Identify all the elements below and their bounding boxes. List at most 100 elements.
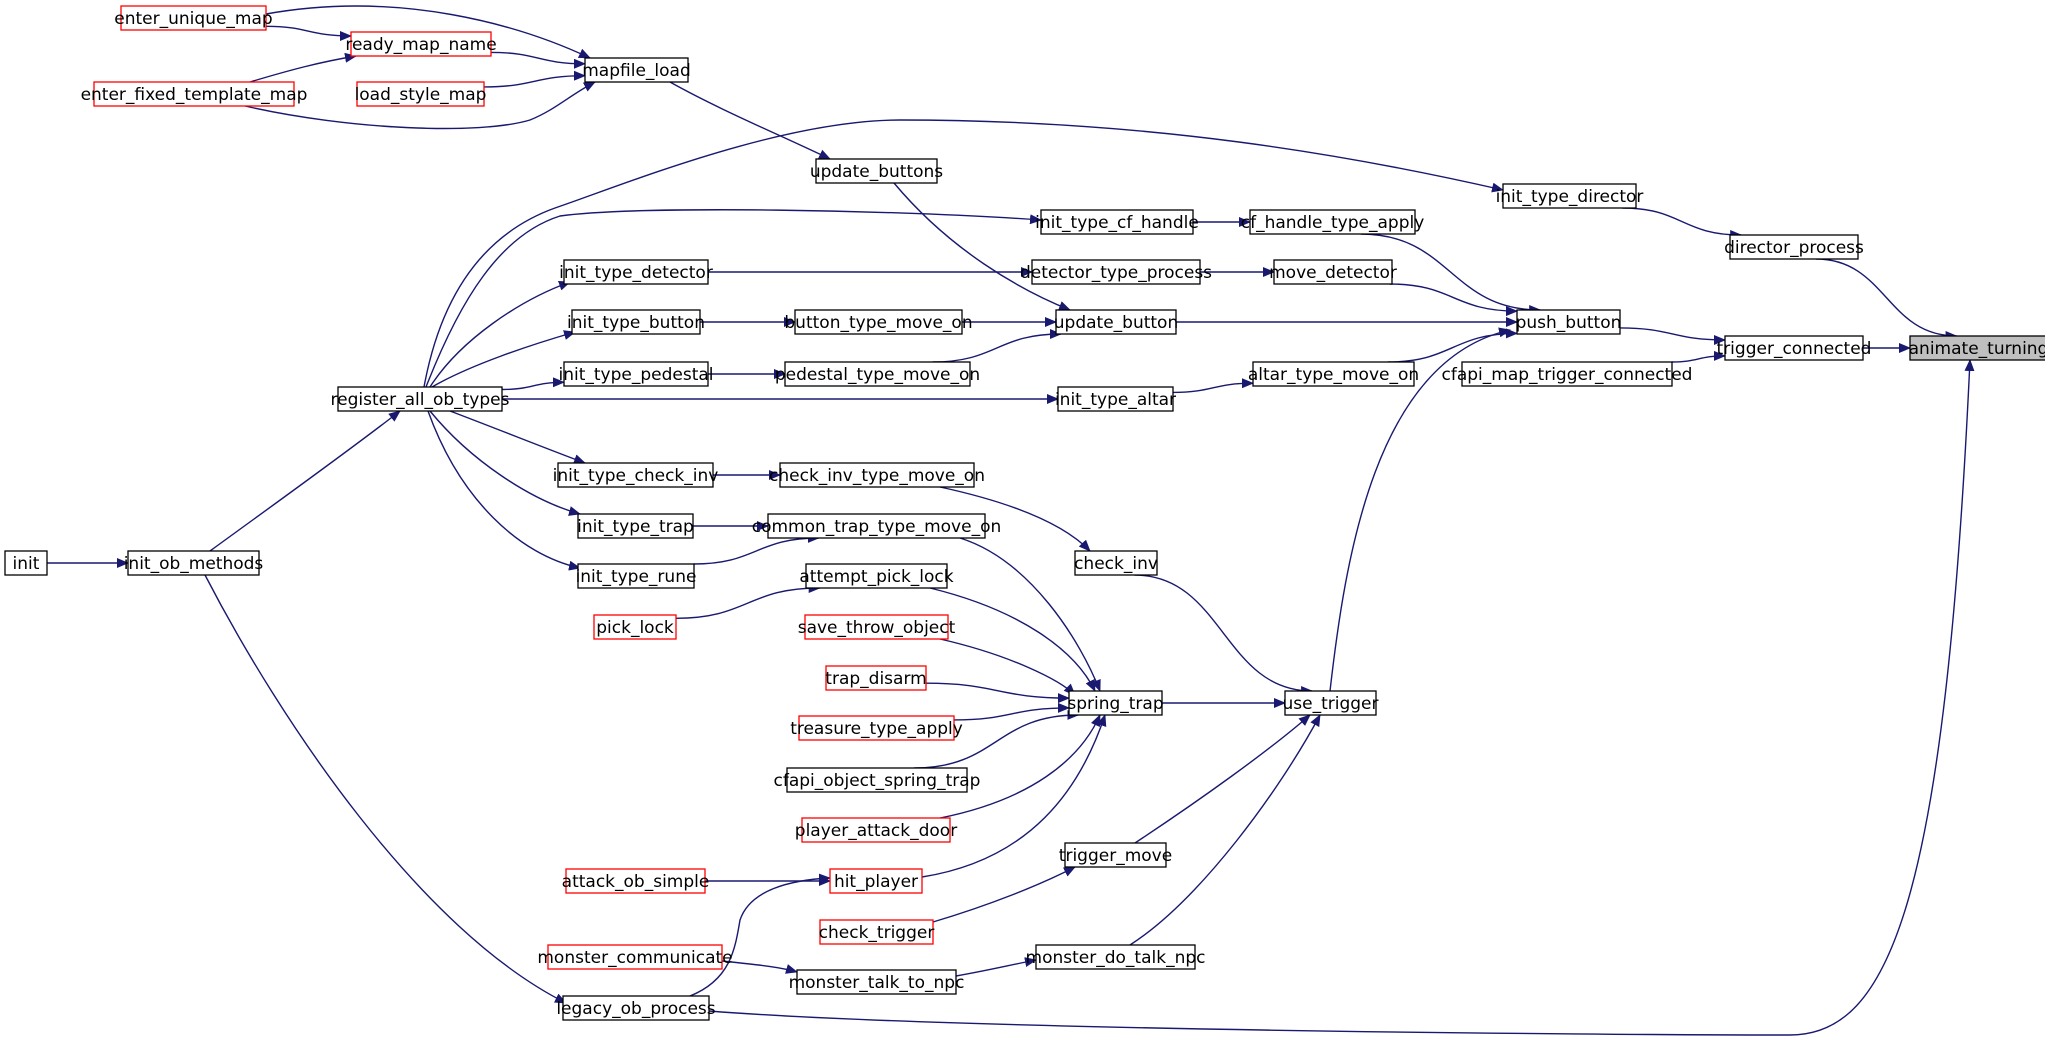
edge-mapfile_load-to-update_buttons — [669, 81, 831, 160]
node-move_detector[interactable]: move_detector — [1269, 259, 1397, 285]
node-label: init_type_altar — [1055, 390, 1176, 410]
edge-cfapi_map_trigger_connected-to-trigger_connected — [1671, 350, 1726, 363]
edge-enter_fixed_template_map-to-ready_map_name — [249, 52, 357, 83]
node-trap_disarm[interactable]: trap_disarm — [825, 665, 927, 691]
node-trigger_move[interactable]: trigger_move — [1059, 842, 1172, 868]
edge-ready_map_name-to-mapfile_load — [490, 51, 586, 69]
node-init_type_button[interactable]: init_type_button — [567, 309, 705, 335]
node-cfapi_object_spring_trap[interactable]: cfapi_object_spring_trap — [774, 767, 981, 793]
node-player_attack_door[interactable]: player_attack_door — [795, 817, 957, 843]
node-use_trigger[interactable]: use_trigger — [1283, 690, 1379, 716]
node-altar_type_move_on[interactable]: altar_type_move_on — [1248, 361, 1419, 387]
node-label: init_ob_methods — [124, 554, 264, 574]
node-button_type_move_on[interactable]: button_type_move_on — [784, 309, 973, 335]
node-box — [584, 57, 689, 83]
node-treasure_type_apply[interactable]: treasure_type_apply — [790, 715, 963, 741]
node-box — [1516, 309, 1621, 335]
node-attempt_pick_lock[interactable]: attempt_pick_lock — [799, 563, 954, 589]
node-label: use_trigger — [1283, 694, 1379, 714]
edge-check_trigger-to-trigger_move — [932, 866, 1076, 923]
node-init_type_trap[interactable]: init_type_trap — [577, 513, 694, 539]
node-box — [120, 5, 267, 31]
edge-init_type_altar-to-altar_type_move_on — [1172, 378, 1254, 394]
node-box — [825, 665, 927, 691]
node-detector_type_process[interactable]: detector_type_process — [1020, 259, 1212, 285]
node-common_trap_type_move_on[interactable]: common_trap_type_move_on — [752, 513, 1002, 539]
edge-monster_talk_to_npc-to-monster_do_talk_npc — [955, 957, 1037, 977]
edge-enter_unique_map-to-mapfile_load — [265, 5, 591, 59]
node-label: trigger_move — [1059, 846, 1172, 866]
node-label: player_attack_door — [795, 821, 957, 841]
node-init_type_altar[interactable]: init_type_altar — [1055, 386, 1176, 412]
node-animate_turning[interactable]: animate_turning — [1909, 335, 2045, 361]
edge-common_trap_type_move_on-to-spring_trap — [959, 537, 1101, 692]
node-trigger_connected[interactable]: trigger_connected — [1717, 335, 1872, 361]
node-cfapi_map_trigger_connected[interactable]: cfapi_map_trigger_connected — [1442, 361, 1693, 387]
node-box — [829, 868, 923, 894]
node-legacy_ob_process[interactable]: legacy_ob_process — [556, 995, 716, 1021]
node-box — [784, 361, 971, 387]
node-pedestal_type_move_on[interactable]: pedestal_type_move_on — [775, 361, 980, 387]
node-label: register_all_ob_types — [331, 390, 510, 410]
node-label: init_type_cf_handle — [1035, 213, 1199, 233]
node-box — [1724, 335, 1864, 361]
node-attack_ob_simple[interactable]: attack_ob_simple — [562, 868, 710, 894]
node-register_all_ob_types[interactable]: register_all_ob_types — [331, 386, 510, 412]
node-init_type_check_inv[interactable]: init_type_check_inv — [553, 462, 719, 488]
node-cf_handle_type_apply[interactable]: cf_handle_type_apply — [1241, 209, 1425, 235]
node-box — [1055, 309, 1177, 335]
node-init_type_director[interactable]: init_type_director — [1496, 183, 1644, 209]
node-box — [1031, 259, 1201, 285]
node-monster_communicate[interactable]: monster_communicate — [537, 944, 733, 970]
node-check_inv[interactable]: check_inv — [1074, 550, 1158, 576]
node-label: monster_communicate — [537, 948, 732, 968]
node-box — [1502, 183, 1637, 209]
node-box — [805, 563, 948, 589]
edge-legacy_ob_process-to-hit_player — [689, 873, 831, 997]
node-enter_unique_map[interactable]: enter_unique_map — [114, 5, 273, 31]
node-enter_fixed_template_map[interactable]: enter_fixed_template_map — [81, 81, 308, 107]
node-load_style_map[interactable]: load_style_map — [355, 81, 487, 107]
node-box — [1074, 550, 1158, 576]
node-box — [93, 81, 295, 107]
node-box — [796, 969, 957, 995]
node-label: common_trap_type_move_on — [752, 517, 1002, 537]
node-init_type_pedestal[interactable]: init_type_pedestal — [558, 361, 714, 387]
node-box — [798, 715, 955, 741]
node-director_process[interactable]: director_process — [1724, 234, 1864, 260]
node-init_type_rune[interactable]: init_type_rune — [576, 563, 697, 589]
edge-update_buttons-to-update_button — [893, 182, 1071, 311]
node-update_button[interactable]: update_button — [1054, 309, 1178, 335]
node-label: monster_do_talk_npc — [1026, 948, 1206, 968]
node-label: pick_lock — [596, 618, 674, 638]
node-pick_lock[interactable]: pick_lock — [593, 614, 677, 640]
node-monster_talk_to_npc[interactable]: monster_talk_to_npc — [789, 969, 965, 995]
node-check_inv_type_move_on[interactable]: check_inv_type_move_on — [769, 462, 985, 488]
node-box — [1909, 335, 2045, 361]
node-label: hit_player — [834, 872, 918, 892]
node-box — [557, 462, 714, 488]
node-label: save_throw_object — [798, 618, 956, 638]
node-spring_trap[interactable]: spring_trap — [1067, 690, 1164, 716]
node-label: cf_handle_type_apply — [1241, 213, 1425, 233]
node-init[interactable]: init — [4, 550, 48, 576]
edge-init_ob_methods-to-legacy_ob_process — [204, 574, 567, 1004]
node-label: load_style_map — [355, 85, 487, 105]
node-check_trigger[interactable]: check_trigger — [819, 919, 935, 945]
node-init_ob_methods[interactable]: init_ob_methods — [124, 550, 264, 576]
node-update_buttons[interactable]: update_buttons — [810, 158, 943, 184]
node-hit_player[interactable]: hit_player — [829, 868, 923, 894]
node-box — [801, 817, 951, 843]
node-label: monster_talk_to_npc — [789, 973, 965, 993]
node-ready_map_name[interactable]: ready_map_name — [345, 31, 497, 57]
node-save_throw_object[interactable]: save_throw_object — [798, 614, 956, 640]
node-box — [577, 563, 695, 589]
node-box — [1249, 209, 1416, 235]
node-init_type_detector[interactable]: init_type_detector — [559, 259, 713, 285]
node-init_type_cf_handle[interactable]: init_type_cf_handle — [1035, 209, 1199, 235]
node-mapfile_load[interactable]: mapfile_load — [582, 57, 691, 83]
node-push_button[interactable]: push_button — [1516, 309, 1622, 335]
node-monster_do_talk_npc[interactable]: monster_do_talk_npc — [1026, 944, 1206, 970]
edge-register_all_ob_types-to-init_type_cf_handle — [425, 209, 1042, 388]
node-label: treasure_type_apply — [790, 719, 963, 739]
